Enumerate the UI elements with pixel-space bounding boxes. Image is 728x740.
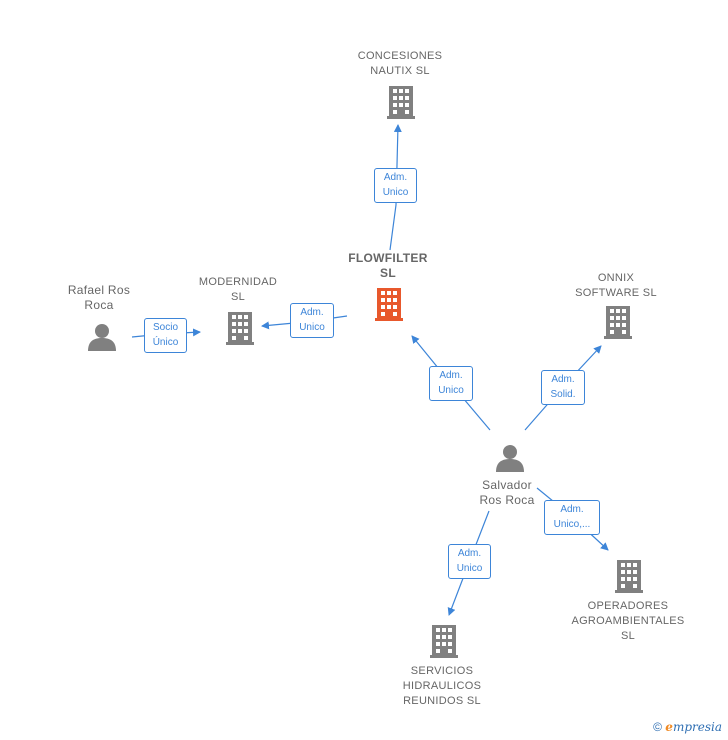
node-label-onnix[interactable]: ONNIX SOFTWARE SL: [575, 272, 657, 299]
node-label-salvador[interactable]: Salvador Ros Roca: [479, 478, 535, 507]
person-icon-salvador[interactable]: [496, 445, 524, 472]
node-label-concesiones[interactable]: CONCESIONES NAUTIX SL: [357, 50, 443, 77]
brand-logo-e: e: [665, 720, 673, 734]
edge-label-salvador-onnix[interactable]: Adm. Solid.: [541, 370, 585, 405]
building-icon-concesiones[interactable]: [387, 86, 415, 119]
node-label-flowfilter[interactable]: FLOWFILTER SL: [348, 251, 428, 280]
edge-label-salvador-operadores[interactable]: Adm. Unico,...: [544, 500, 600, 535]
edge-line-flowfilter-concesiones: [389, 124, 402, 251]
node-label-servicios[interactable]: SERVICIOS HIDRAULICOS REUNIDOS SL: [402, 665, 482, 707]
node-label-operadores[interactable]: OPERADORES AGROAMBIENTALES SL: [571, 600, 685, 642]
edge-label-flowfilter-modernidad[interactable]: Adm. Unico: [290, 303, 334, 338]
building-icon-servicios[interactable]: [430, 625, 458, 658]
edge-label-rafael-modernidad[interactable]: Socio Único: [144, 318, 187, 353]
edge-label-salvador-flowfilter[interactable]: Adm. Unico: [429, 366, 473, 401]
building-icon-modernidad[interactable]: [226, 312, 254, 345]
brand-footer[interactable]: © empresia: [653, 720, 722, 734]
node-label-rafael[interactable]: Rafael Ros Roca: [67, 283, 131, 312]
building-icon-onnix[interactable]: [604, 306, 632, 339]
edge-label-flowfilter-concesiones[interactable]: Adm. Unico: [374, 168, 417, 203]
building-icon-operadores[interactable]: [615, 560, 643, 593]
person-icon-rafael[interactable]: [88, 324, 116, 351]
node-label-modernidad[interactable]: MODERNIDAD SL: [198, 276, 278, 303]
building-icon-flowfilter[interactable]: [375, 288, 403, 321]
edge-label-salvador-servicios[interactable]: Adm. Unico: [448, 544, 491, 579]
brand-logo-text: mpresia: [672, 720, 722, 734]
copyright-icon: ©: [653, 720, 662, 734]
